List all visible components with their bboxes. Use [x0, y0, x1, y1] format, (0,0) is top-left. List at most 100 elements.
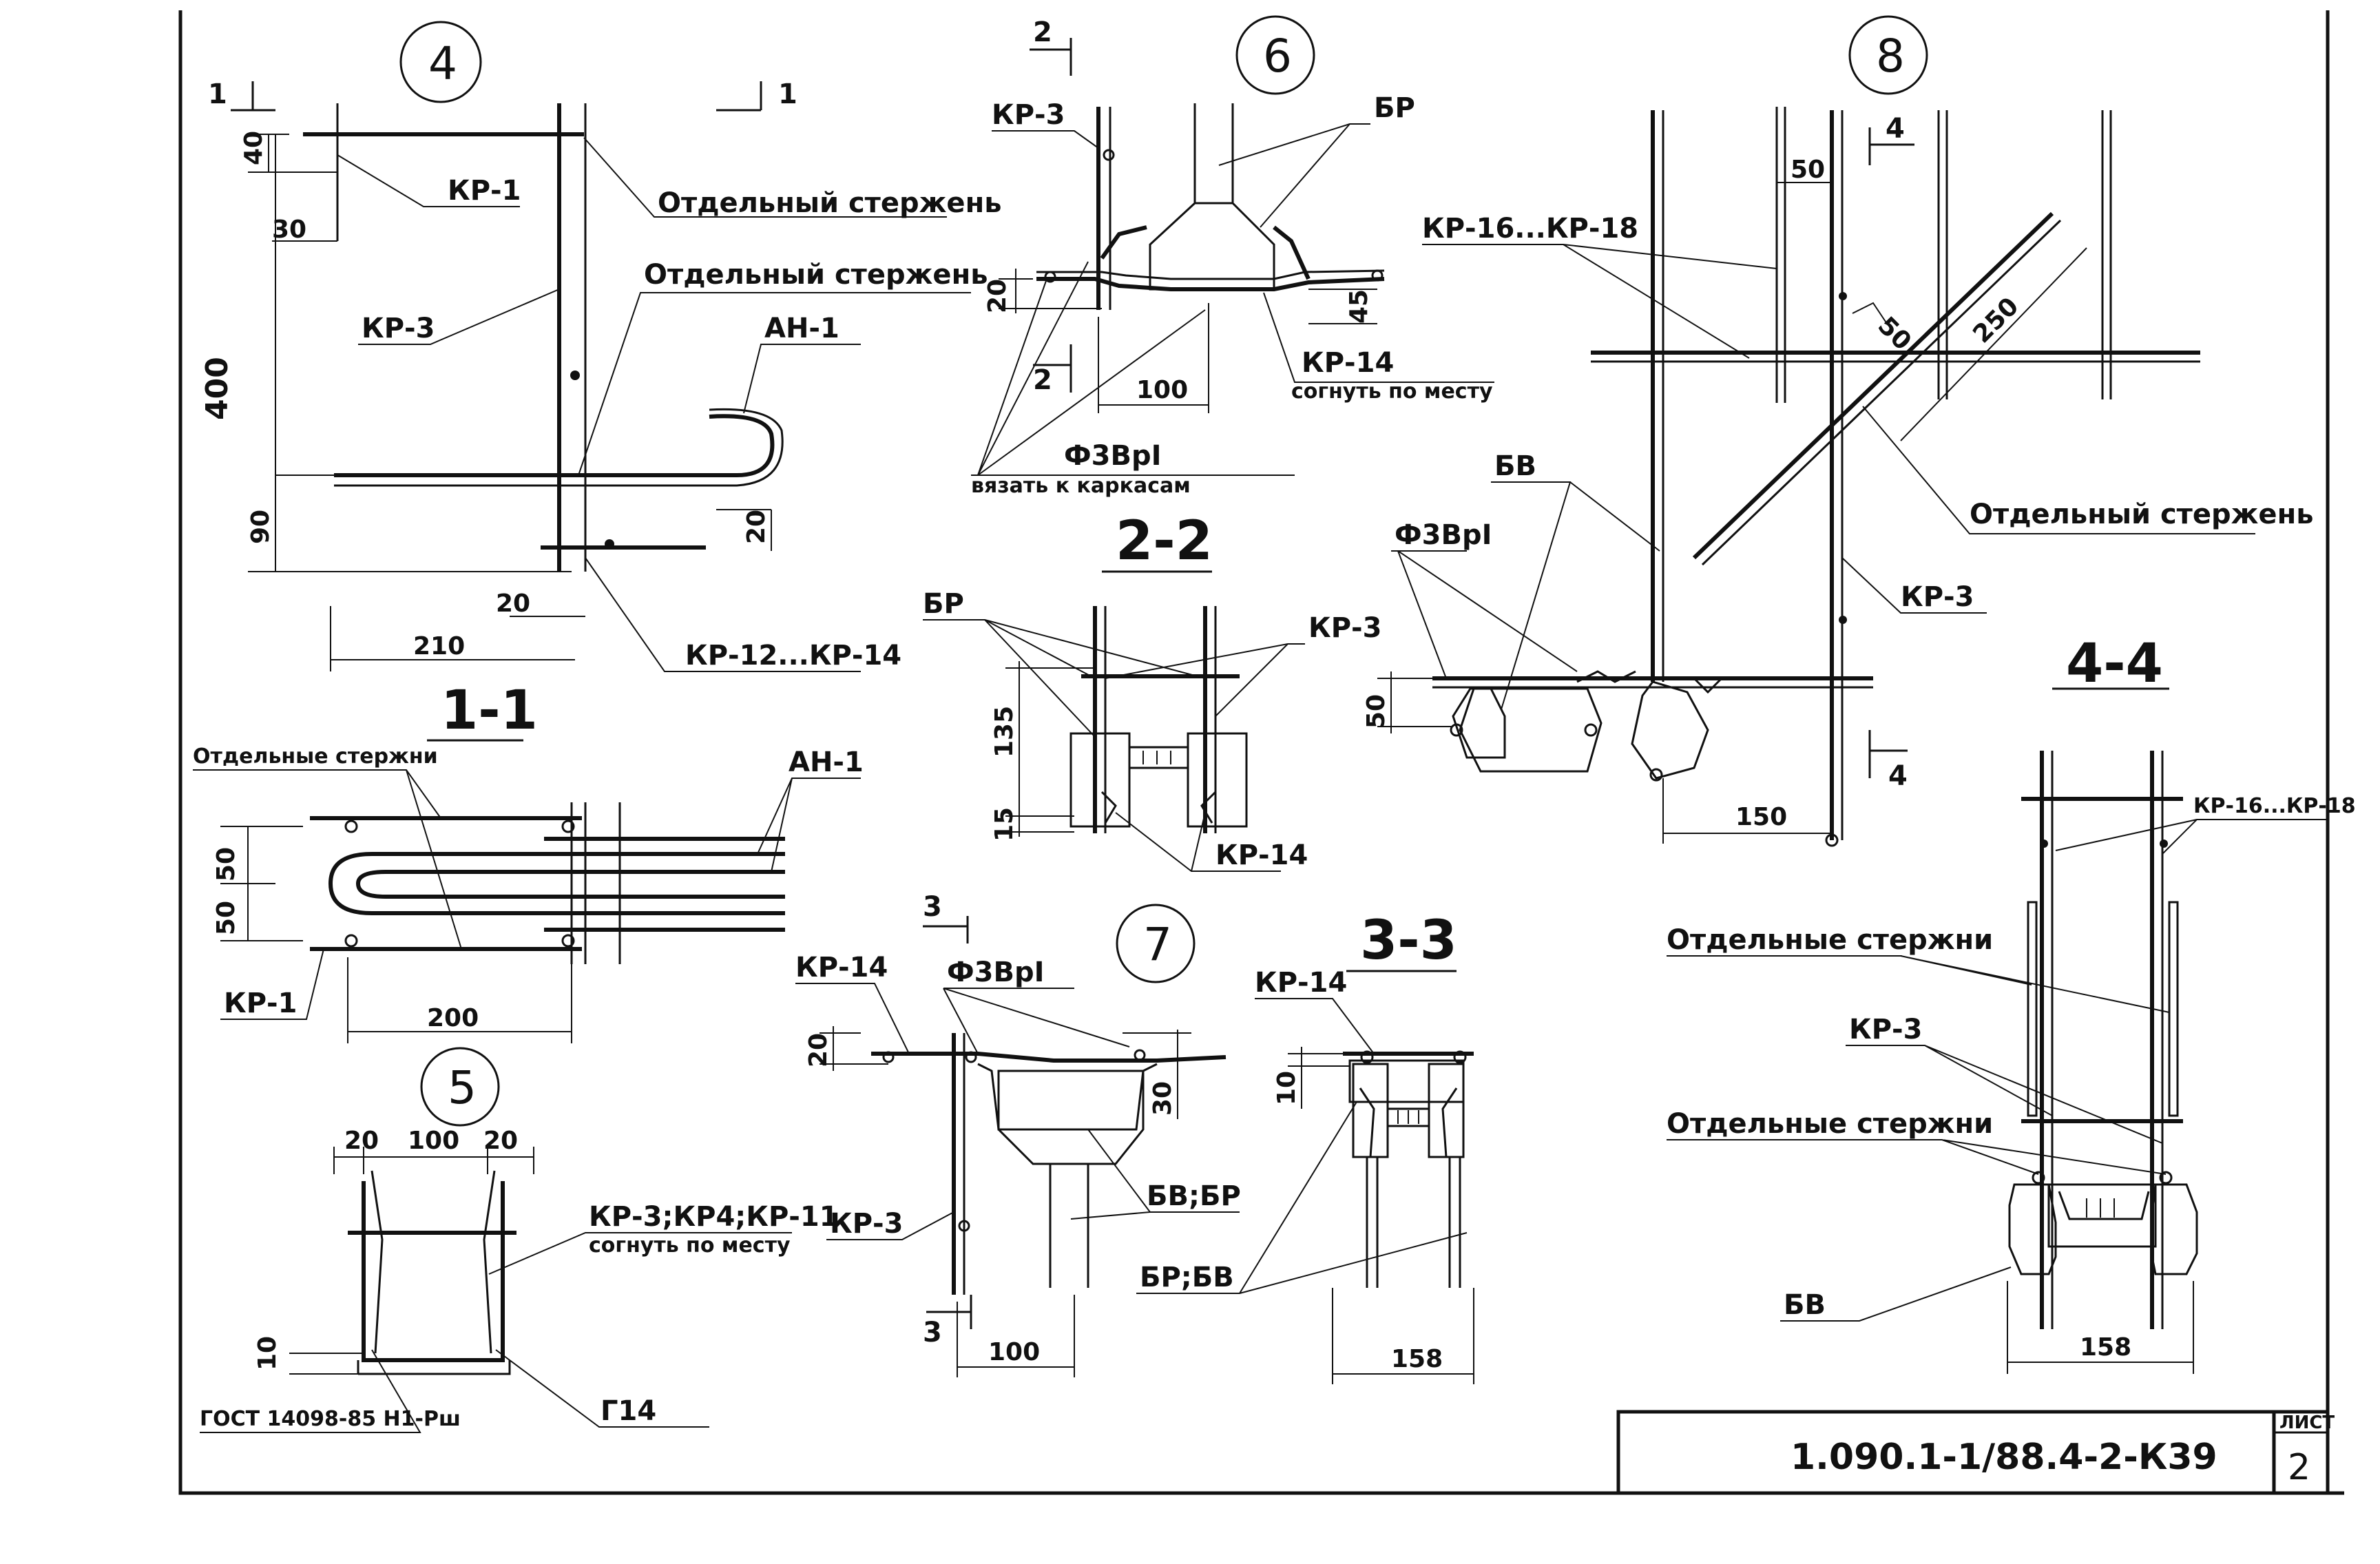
section-1-1-label-an1: АН-1: [789, 747, 864, 778]
section-2-2-dim-15: 15: [990, 807, 1019, 842]
node-6-label-tie: вязать к каркасам: [971, 474, 1191, 498]
section-4-4-label-kr16-kr18: КР-16...КР-18: [2193, 794, 2356, 818]
node-5-dim-100: 100: [408, 1127, 459, 1155]
section-4-4-label-separate-bars-bottom: Отдельные стержни: [1667, 1108, 1993, 1140]
section-2-2-dim-135: 135: [990, 706, 1019, 758]
node-8-label-kr16-kr18: КР-16...КР-18: [1422, 213, 1638, 244]
node-7-number: 7: [1143, 918, 1172, 971]
node-8-dim-50-side: 50: [1362, 694, 1390, 729]
node-8-marker: [1848, 15, 1928, 95]
node-6-label-bend: согнуть по месту: [1291, 379, 1493, 404]
node-7-label-kr14: КР-14: [795, 952, 888, 983]
node-7-label-kr3: КР-3: [830, 1208, 903, 1240]
node-7-label-wire: Ф3ВрI: [947, 957, 1045, 988]
node-4: 4 1 1 40 30 400 90 20 20 210 КР-1 От: [200, 21, 1002, 672]
node-4-dim-40: 40: [240, 131, 268, 165]
section-2-2: 2-2 135 15 БР КР-3 КР-14: [923, 510, 1381, 872]
sheet-number: 2: [2288, 1447, 2310, 1488]
node-5-number: 5: [448, 1061, 477, 1114]
node-4-dim-20-right: 20: [742, 510, 771, 544]
section-4-4-label-bv: БВ: [1784, 1289, 1826, 1321]
section-2-2-title: 2-2: [1116, 510, 1213, 572]
node-4-label-kr12-kr14: КР-12...КР-14: [685, 640, 901, 671]
node-8-label-wire: Ф3ВрI: [1395, 519, 1492, 551]
node-5: 5 20 100 20 10 КР-3;КР4;КР-11 согнуть по…: [200, 1047, 839, 1433]
node-4-dim-210: 210: [413, 632, 465, 660]
node-4-dim-20-bottom: 20: [496, 590, 530, 618]
node-7: 7 3 3 20 30 100 КР-14 Ф3ВрI КР-3 БВ;БР: [795, 891, 1241, 1377]
drawing-code: 1.090.1-1/88.4-2-К39: [1791, 1437, 2217, 1478]
section-3-3-dim-158: 158: [1391, 1345, 1443, 1373]
node-8-dim-150: 150: [1735, 803, 1787, 831]
section-4-4-title: 4-4: [2066, 633, 2163, 695]
node-4-number: 4: [428, 37, 457, 90]
section-3-3-label-br-bv: БР;БВ: [1140, 1262, 1234, 1293]
node-4-label-an1: АН-1: [764, 313, 839, 344]
section-1-1-label-separate-bars: Отдельные стержни: [193, 744, 438, 769]
node-4-label-separate-bar: Отдельный стержень: [658, 187, 1002, 219]
section-4-4-label-kr3: КР-3: [1849, 1014, 1922, 1045]
node-4-dim-400: 400: [200, 357, 235, 420]
section-4-4: 4-4 158 КР-16...КР-18 Отдельные стержни …: [1667, 633, 2356, 1374]
section-1-1-title: 1-1: [441, 680, 538, 742]
node-6-label-wire: Ф3ВрI: [1064, 440, 1162, 472]
node-7-marker: [1116, 904, 1196, 983]
node-4-dim-90: 90: [247, 510, 275, 544]
node-8-number: 8: [1876, 30, 1905, 83]
node-5-dim-20-left: 20: [344, 1127, 379, 1155]
node-4-label-separate-bar-2: Отдельный стержень: [644, 259, 988, 291]
section-3-3-dim-10: 10: [1273, 1071, 1301, 1105]
sheet-frame: [178, 10, 2344, 1495]
node-7-cut-mark-bottom: 3: [923, 1317, 942, 1348]
section-2-2-label-kr14: КР-14: [1215, 840, 1308, 871]
section-4-4-label-separate-bars-top: Отдельные стержни: [1667, 924, 1993, 956]
node-4-cut-mark-right: 1: [778, 79, 797, 110]
node-5-label-gost: ГОСТ 14098-85 Н1-Рш: [200, 1407, 461, 1431]
node-8: 8 4 4 50 50 250: [1362, 15, 2314, 847]
sheet-label: ЛИСТ: [2279, 1412, 2335, 1433]
node-5-dim-20-right: 20: [483, 1127, 518, 1155]
section-3-3-label-kr14: КР-14: [1255, 967, 1347, 999]
section-2-2-label-kr3: КР-3: [1308, 612, 1381, 644]
section-2-2-label-br: БР: [923, 588, 964, 620]
node-4-label-kr3: КР-3: [362, 313, 435, 344]
section-1-1-label-kr1: КР-1: [224, 988, 297, 1019]
node-8-dim-50-top: 50: [1791, 156, 1825, 184]
section-3-3-title: 3-3: [1360, 910, 1457, 972]
node-7-label-bv-br: БВ;БР: [1147, 1180, 1241, 1212]
node-6-dim-45: 45: [1345, 289, 1373, 324]
node-4-label-kr1: КР-1: [448, 175, 521, 207]
node-6-label-kr3: КР-3: [992, 99, 1065, 131]
node-8-cut-mark-bottom: 4: [1888, 760, 1908, 792]
node-7-dim-30: 30: [1149, 1081, 1177, 1116]
node-6-label-br: БР: [1374, 92, 1415, 124]
node-7-cut-mark-top: 3: [923, 891, 942, 923]
title-block: 1.090.1-1/88.4-2-К39 ЛИСТ 2: [1791, 1412, 2335, 1488]
section-1-1-dim-50-bottom: 50: [212, 901, 240, 935]
node-6-dim-20: 20: [983, 279, 1012, 313]
node-6-marker: [1235, 15, 1315, 95]
node-6-dim-100: 100: [1136, 376, 1188, 404]
section-3-3: 3-3 10 158 КР-14 БР;БВ: [1136, 910, 1474, 1384]
node-7-dim-100: 100: [988, 1338, 1040, 1366]
node-5-label-c14: Г14: [601, 1395, 656, 1427]
node-5-label-kr3-kr4-kr11: КР-3;КР4;КР-11: [589, 1201, 839, 1233]
section-4-4-dim-158: 158: [2080, 1333, 2131, 1362]
node-4-marker: [399, 21, 482, 103]
node-4-dim-30: 30: [272, 216, 306, 244]
node-6-number: 6: [1263, 30, 1292, 83]
node-8-label-kr3: КР-3: [1901, 581, 1974, 613]
node-5-marker: [420, 1047, 500, 1127]
node-8-label-separate-bar: Отдельный стержень: [1970, 499, 2314, 530]
node-6-cut-mark-bottom: 2: [1033, 364, 1052, 396]
section-1-1: 1-1 50 50 200 Отдельные стержни АН-1 КР-…: [193, 680, 864, 1043]
node-6-label-kr14: КР-14: [1302, 347, 1394, 379]
node-4-cut-mark-left: 1: [208, 79, 227, 110]
node-6-cut-mark-top: 2: [1033, 17, 1052, 48]
section-1-1-dim-50-top: 50: [212, 847, 240, 882]
node-5-label-bend: согнуть по месту: [589, 1233, 791, 1258]
node-7-dim-20: 20: [804, 1033, 833, 1067]
section-1-1-dim-200: 200: [427, 1004, 479, 1032]
node-8-label-bv: БВ: [1494, 450, 1536, 482]
